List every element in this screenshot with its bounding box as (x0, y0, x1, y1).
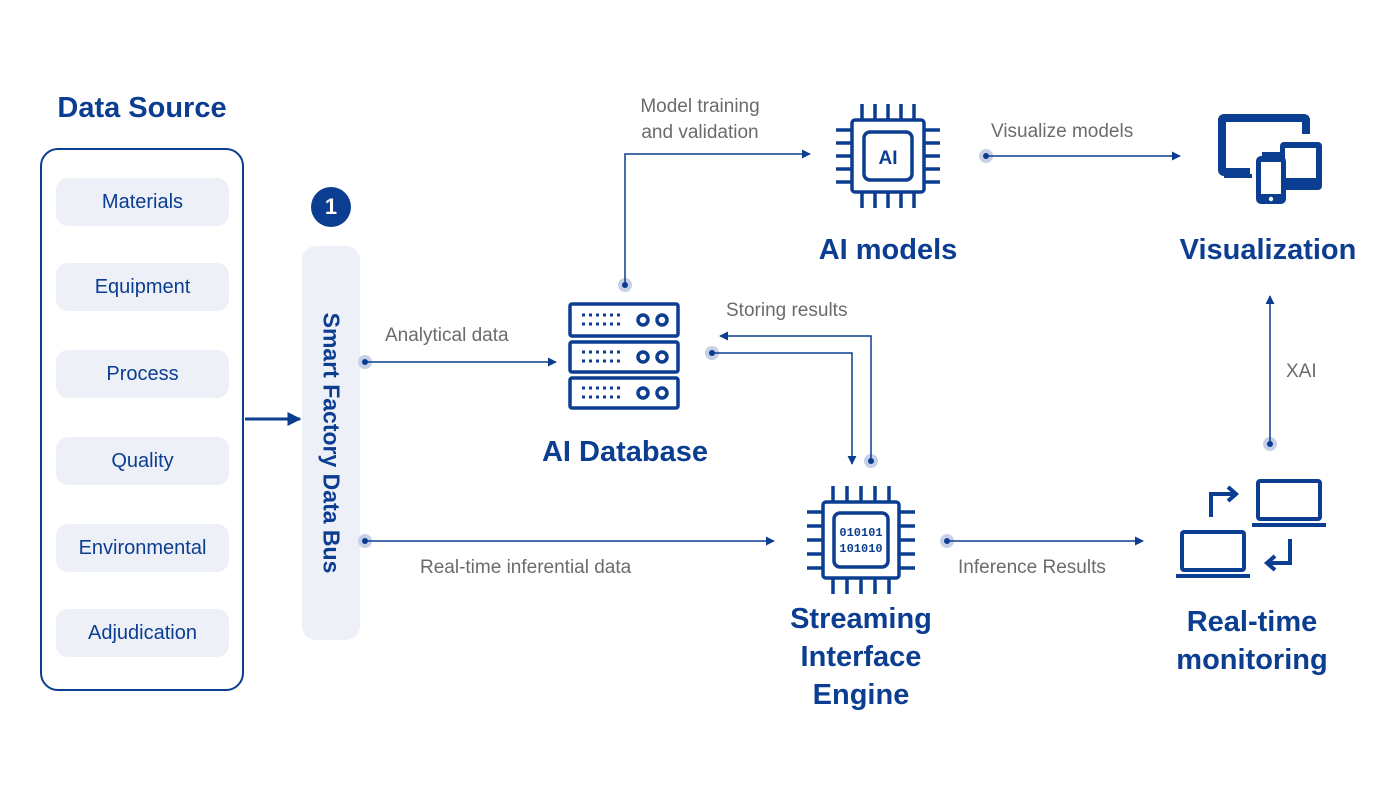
ai-chip-label: AI (879, 148, 898, 169)
analytical-data-label: Analytical data (385, 325, 509, 346)
realtime-inferential-label: Real-time inferential data (420, 557, 632, 578)
source-item-quality: Quality (56, 437, 229, 485)
model-training-line-1: Model training (640, 96, 760, 117)
streaming-title-line-3: Engine (812, 679, 910, 711)
storing-results-label: Storing results (726, 300, 848, 321)
ai-models-title: AI models (818, 234, 958, 266)
server-rack-icon (568, 302, 680, 410)
monitoring-title-line-2: monitoring (1176, 644, 1328, 676)
database-to-engine-arrow (712, 352, 857, 465)
storing-results-arrow (719, 331, 872, 461)
source-item-process: Process (56, 350, 229, 398)
data-source-panel (40, 148, 244, 691)
data-bus-panel: Smart Factory Data Bus (302, 246, 360, 640)
laptops-sync-icon (1176, 479, 1326, 578)
ai-chip-icon (836, 104, 940, 208)
model-training-arrow (624, 149, 811, 285)
source-item-equipment: Equipment (56, 263, 229, 311)
binary-label-bottom: 101010 (839, 542, 882, 556)
monitoring-title: Real-time monitoring (1160, 603, 1344, 679)
streaming-title-line-2: Interface (800, 641, 922, 673)
devices-icon (1218, 114, 1322, 204)
data-chip-icon (807, 486, 915, 594)
streaming-title-line-1: Streaming (790, 603, 932, 635)
visualize-models-label: Visualize models (991, 121, 1134, 142)
model-training-label: Model training and validation (620, 94, 780, 146)
source-item-environmental: Environmental (56, 524, 229, 572)
streaming-engine-title: Streaming Interface Engine (770, 600, 952, 714)
binary-label-top: 010101 (839, 526, 882, 540)
inference-results-label: Inference Results (958, 557, 1106, 578)
visualization-title: Visualization (1179, 234, 1357, 266)
ai-database-title: AI Database (541, 436, 708, 468)
source-item-adjudication: Adjudication (56, 609, 229, 657)
data-source-title: Data Source (57, 92, 227, 124)
step-badge: 1 (311, 187, 351, 227)
monitoring-title-line-1: Real-time (1186, 606, 1318, 638)
source-item-materials: Materials (56, 178, 229, 226)
model-training-line-2: and validation (641, 122, 759, 143)
xai-label: XAI (1286, 361, 1317, 382)
